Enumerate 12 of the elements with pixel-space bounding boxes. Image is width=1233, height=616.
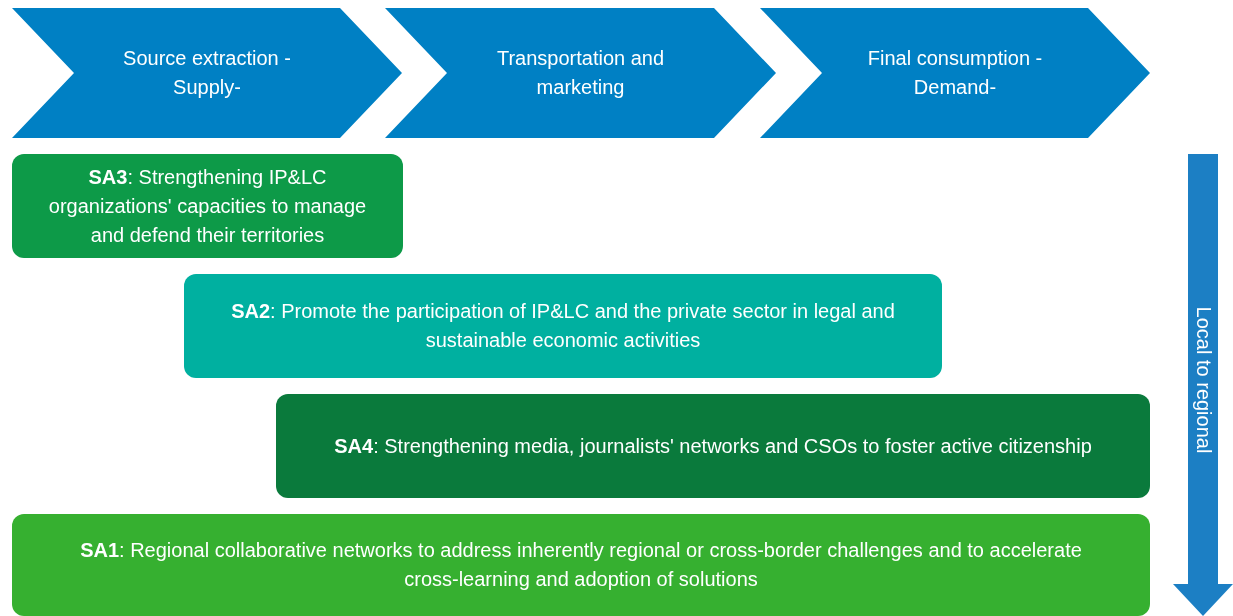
objective-text: SA1: Regional collaborative networks to address inherently regional or cross-border challenges and to accelerate cross-learning and adoption of solutions	[79, 538, 1083, 592]
stage-label: Transportation and marketing	[495, 46, 666, 100]
objective-box	[12, 154, 403, 258]
objective-box	[184, 274, 942, 378]
stage-label: Final consumption -Demand-	[866, 46, 1044, 100]
objective-text: SA4: Strengthening media, journalists' networks and CSOs to foster active citizenship	[333, 433, 1093, 459]
objective-text: SA2: Promote the participation of IP&LC and the private sector in legal and sustainable economic activities	[230, 299, 896, 353]
objective-box	[276, 394, 1150, 498]
stage-label: Source extraction -Supply-	[122, 46, 292, 100]
objective-box	[12, 514, 1150, 616]
objective-text: SA3: Strengthening IP&LC organizations' capacities to manage and defend their territories	[47, 164, 368, 248]
axis-label: Local to regional	[1191, 306, 1215, 454]
